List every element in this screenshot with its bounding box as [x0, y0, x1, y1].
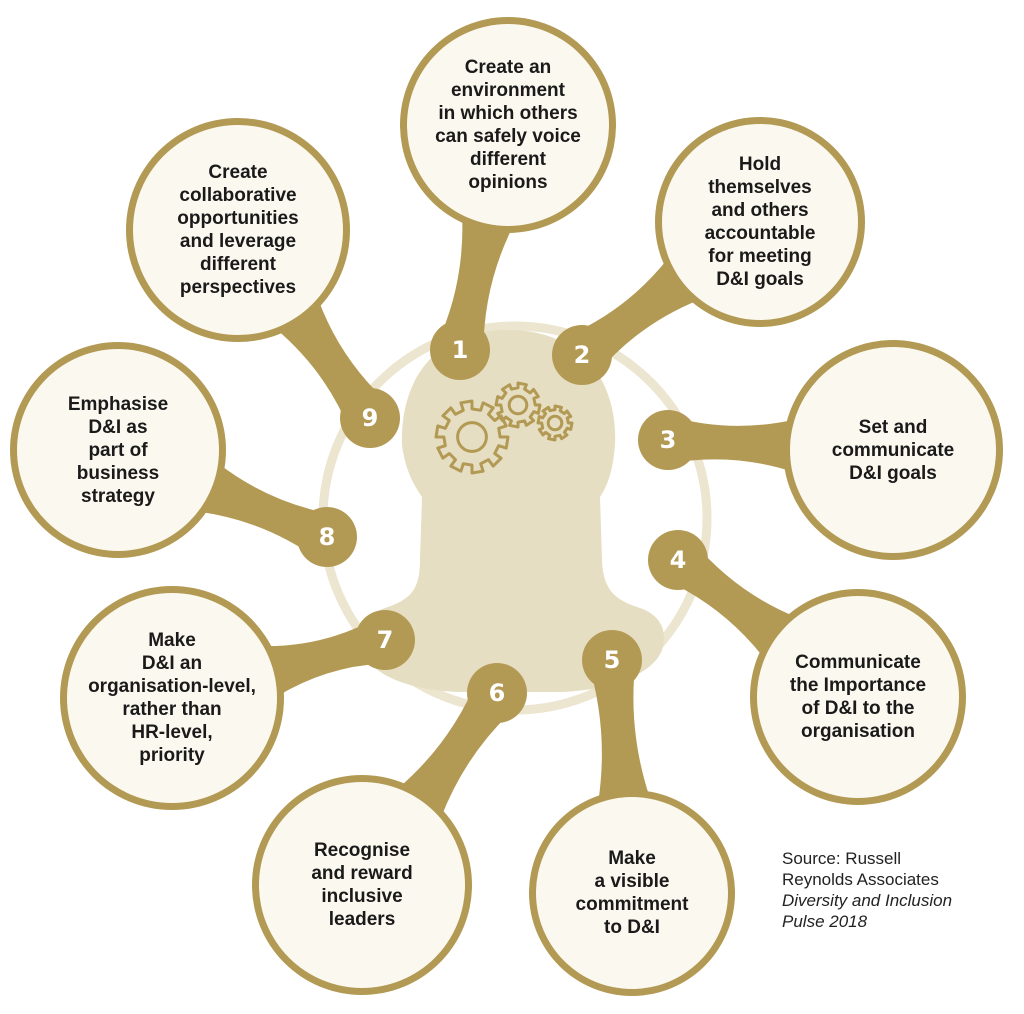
bubble-text-4: Communicate the Importance of D&I to the… [789, 652, 927, 742]
bubble-text-9: Create collaborative opportunities and l… [177, 162, 299, 298]
number-node-8 [297, 507, 357, 567]
number-label-6: 6 [488, 679, 506, 707]
source-note: Source: Russell Reynolds Associates Dive… [782, 848, 1012, 932]
petal-stem-1 [436, 215, 513, 356]
bubble-text-5: Make a visible commitment to D&I [575, 848, 689, 938]
number-label-4: 4 [669, 546, 687, 574]
source-line-3: Diversity and Inclusion [782, 891, 953, 910]
number-label-8: 8 [318, 523, 336, 551]
number-label-7: 7 [376, 626, 394, 654]
gear-medium-icon [494, 381, 542, 429]
bubble-8 [17, 349, 219, 551]
number-label-2: 2 [573, 341, 591, 369]
number-node-2 [552, 325, 612, 385]
petal-stem-3 [666, 416, 795, 472]
bubble-9 [133, 125, 343, 335]
number-node-6 [467, 663, 527, 723]
bubble-text-7: Make D&I an organisation-level, rather t… [88, 630, 256, 766]
number-node-7 [355, 610, 415, 670]
number-label-3: 3 [659, 426, 677, 454]
number-node-5 [582, 630, 642, 690]
petals [10, 17, 1003, 996]
number-node-4 [648, 530, 708, 590]
bubble-text-2: Hold themselves and others accountable f… [704, 154, 816, 290]
number-node-1 [430, 320, 490, 380]
source-line-1: Source: Russell [782, 849, 902, 868]
bubble-6 [259, 782, 465, 988]
number-label-5: 5 [603, 646, 621, 674]
number-node-3 [638, 410, 698, 470]
source-line-2: Reynolds Associates [782, 870, 939, 889]
bubble-2 [662, 124, 858, 320]
head-ear-right [586, 427, 611, 484]
number-label-1: 1 [451, 336, 469, 364]
bubble-text-8: Emphasise D&I as part of business strate… [67, 393, 169, 507]
number-node-9 [340, 388, 400, 448]
bubble-text-1: Create an environment in which others ca… [435, 57, 581, 193]
bubble-5 [536, 797, 728, 989]
gear-small-icon [536, 404, 574, 442]
number-label-9: 9 [361, 404, 379, 432]
bubble-7 [67, 593, 277, 803]
petal-stem-5 [588, 657, 650, 803]
bubble-text-6: Recognise and reward inclusive leaders [311, 840, 413, 930]
head-ear-left [409, 427, 434, 484]
bubble-text-3: Set and communicate D&I goals [831, 416, 955, 484]
head-silhouette [360, 330, 664, 692]
bubble-4 [757, 596, 959, 798]
bubble-1 [407, 24, 609, 226]
source-line-4: Pulse 2018 [782, 912, 868, 931]
gear-large-icon [434, 399, 510, 475]
gears-icon [434, 381, 574, 475]
bubble-3 [790, 347, 996, 553]
